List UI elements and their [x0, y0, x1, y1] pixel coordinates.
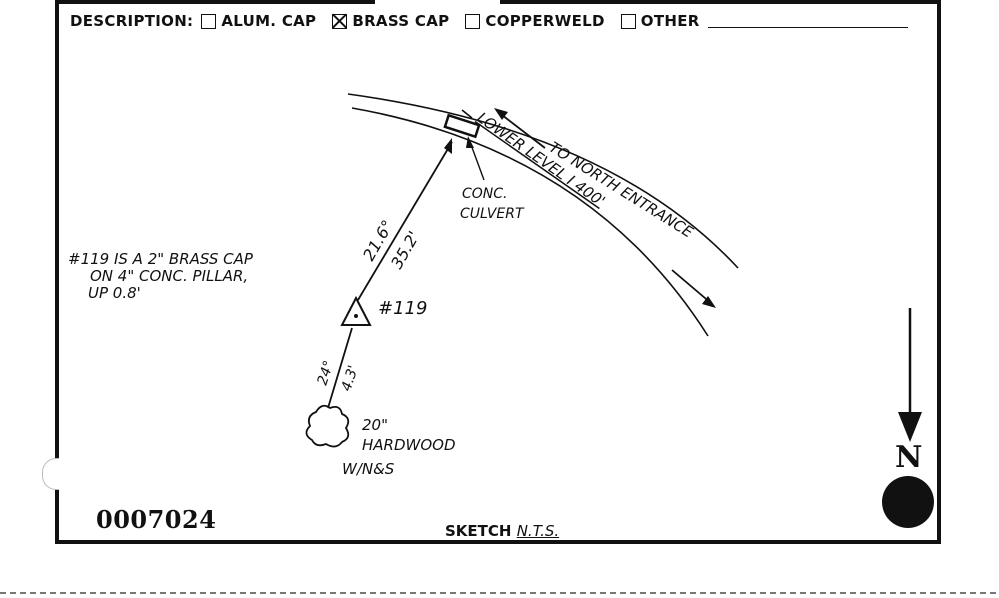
tree-label-line3: W/N&S	[342, 460, 395, 478]
copperweld-checkbox[interactable]	[465, 13, 481, 29]
option-copperweld[interactable]: COPPERWELD	[465, 12, 604, 30]
north-label: N	[895, 440, 923, 475]
road-arrow-head	[702, 296, 716, 308]
road-arrow-line	[671, 269, 713, 305]
tree-label-line1: 20"	[362, 416, 388, 434]
culvert-symbol	[443, 113, 481, 139]
sketch-note-prefix: SKETCH	[445, 522, 512, 540]
description-label: DESCRIPTION:	[70, 12, 194, 30]
monument-note-line2: ON 4" CONC. PILLAR,	[90, 267, 248, 285]
top-rule-right	[500, 0, 941, 4]
alum-cap-label: ALUM. CAP	[221, 12, 317, 30]
other-blank-line[interactable]	[707, 15, 908, 28]
culvert-label-line1: CONC.	[462, 186, 508, 202]
brass-cap-checkbox[interactable]	[332, 13, 348, 29]
tree-label-line2: HARDWOOD	[362, 436, 456, 454]
tie-line-culvert	[357, 141, 453, 301]
road-edge-inner	[351, 107, 709, 337]
culvert-label-line2: CULVERT	[460, 206, 525, 222]
monument-note-line3: UP 0.8'	[88, 284, 141, 302]
other-checkbox[interactable]	[620, 13, 636, 29]
culvert-tick	[461, 109, 473, 119]
sketch-frame	[55, 0, 941, 544]
tie-line-tree	[327, 327, 353, 409]
sketch-note-scale: N.T.S.	[516, 522, 560, 540]
entrance-arrow-line	[497, 111, 546, 149]
culvert-leader	[469, 141, 485, 181]
road-direction-note: TO NORTH ENTRANCE	[546, 138, 697, 242]
option-brass-cap[interactable]: BRASS CAP	[332, 12, 449, 30]
brass-cap-label: BRASS CAP	[352, 12, 450, 30]
description-row: DESCRIPTION: ALUM. CAP BRASS CAP COPPERW…	[70, 10, 924, 32]
north-arrow-head	[898, 412, 922, 442]
tie-line-culvert-head	[444, 138, 452, 154]
alum-cap-checkbox[interactable]	[201, 13, 217, 29]
option-alum-cap[interactable]: ALUM. CAP	[201, 12, 316, 30]
monument-note-line1: #119 IS A 2" BRASS CAP	[68, 250, 254, 268]
culvert-leader-head	[466, 136, 474, 148]
monument-symbol	[340, 295, 372, 326]
road-edge-outer	[347, 93, 739, 269]
tree-symbol	[305, 404, 350, 448]
sketch-scale-note: SKETCH N.T.S.	[445, 522, 559, 540]
distance-to-tree: 4.3'	[339, 363, 362, 393]
monument-center	[354, 314, 358, 318]
bottom-dashed-rule	[0, 592, 999, 594]
copperweld-label: COPPERWELD	[485, 12, 605, 30]
entrance-arrow-head	[494, 108, 508, 120]
monument-label: #119	[378, 298, 427, 319]
north-dot	[882, 476, 934, 528]
top-rule-left	[55, 0, 375, 4]
option-other[interactable]: OTHER	[620, 12, 908, 30]
other-label: OTHER	[640, 12, 700, 30]
bearing-to-tree: 24°	[315, 359, 338, 388]
document-number: 0007024	[96, 505, 217, 534]
